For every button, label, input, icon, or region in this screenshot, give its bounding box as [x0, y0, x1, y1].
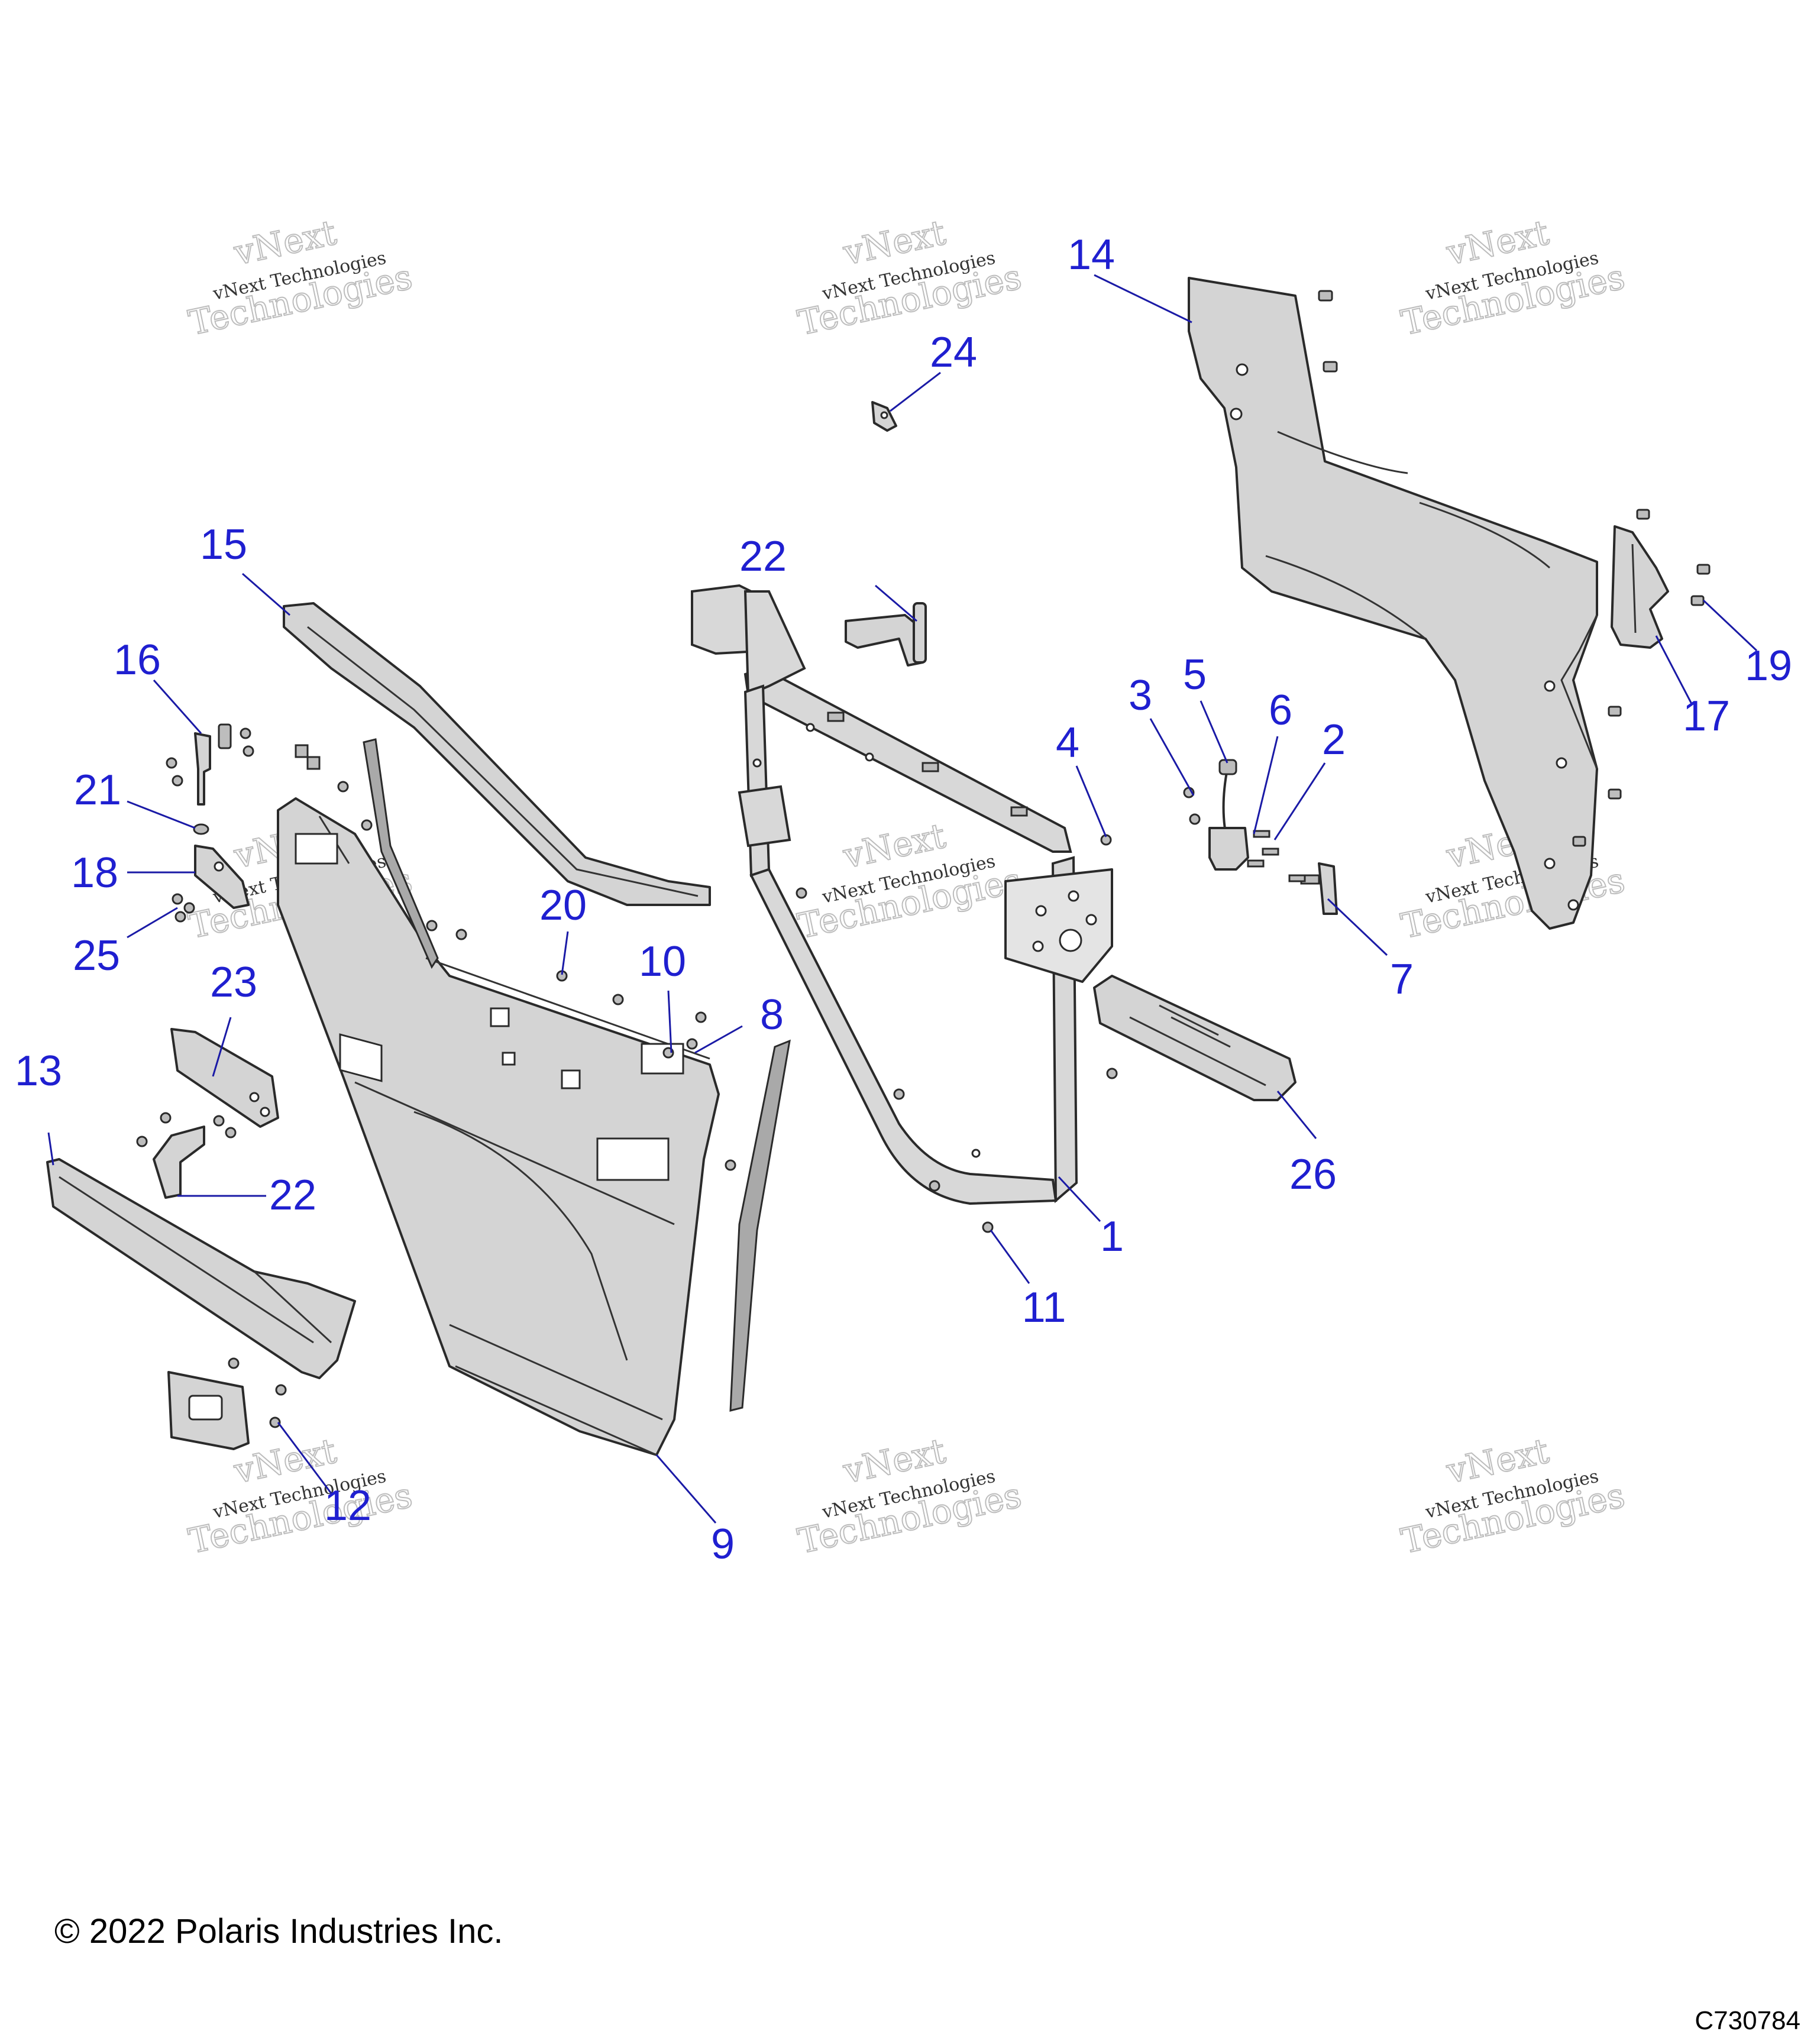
part-7-striker: [1300, 862, 1338, 915]
callout-6: 6: [1269, 687, 1292, 734]
watermark: vNext vNext Technologies Technologies: [1397, 1430, 1629, 1562]
leader-lines: [47, 274, 1758, 1524]
callout-14: 14: [1068, 231, 1115, 279]
callout-26: 26: [1289, 1151, 1337, 1198]
callout-20: 20: [539, 882, 587, 929]
callout-22-lower: 22: [269, 1172, 316, 1219]
callout-7: 7: [1390, 956, 1414, 1003]
part-13-lower-trim: [46, 1158, 356, 1379]
callout-4: 4: [1056, 719, 1079, 767]
part-24-clip: [871, 401, 897, 432]
part-21-washer: [193, 823, 209, 835]
callout-labels: 1 2 3 4 5 6 7 8 9 10 11 12 13 14 15 16 1…: [15, 231, 1792, 1568]
part-16-hinge-pin: [194, 732, 211, 806]
part-6-latch-body: [1208, 827, 1249, 871]
watermark: vNext vNext Technologies Technologies: [794, 815, 1026, 947]
part-22-handle-bracket: [153, 1126, 205, 1199]
callout-21: 21: [74, 767, 121, 814]
callout-17: 17: [1683, 693, 1730, 740]
callout-13: 13: [15, 1047, 62, 1095]
part-22-hinge-upper: [845, 602, 927, 667]
callout-11: 11: [1022, 1284, 1066, 1331]
callout-18: 18: [71, 849, 118, 897]
callout-24: 24: [930, 329, 977, 376]
callout-8: 8: [760, 991, 784, 1039]
callout-2: 2: [1322, 716, 1346, 764]
part-1-door-frame: [691, 584, 1113, 1205]
watermark: vNext vNext Technologies Technologies: [1397, 212, 1629, 344]
fastener-group: [796, 787, 1306, 1233]
watermark: vNext vNext Technologies Technologies: [794, 1430, 1026, 1562]
fastener-group: [1318, 290, 1711, 847]
callout-25: 25: [73, 932, 120, 979]
callout-10: 10: [639, 938, 686, 985]
part-23-grab-handle: [170, 1028, 279, 1128]
part-17-hinge-bracket: [1611, 525, 1669, 649]
watermark: vNext vNext Technologies Technologies: [185, 212, 416, 344]
callout-1: 1: [1100, 1213, 1124, 1260]
callout-15: 15: [200, 521, 247, 568]
part-9-door-panel: [277, 797, 720, 1456]
part-12-door-handle: [167, 1371, 250, 1450]
callout-5: 5: [1183, 651, 1207, 698]
part-26-sill-plate: [1093, 975, 1297, 1101]
part-18-hinge-plate: [194, 845, 250, 909]
callout-3: 3: [1129, 672, 1152, 719]
drawing-number: C730784: [1695, 2006, 1800, 2035]
part-14-rear-panel: [1188, 277, 1598, 930]
copyright-notice: © 2022 Polaris Industries Inc.: [54, 1912, 503, 1951]
callout-12: 12: [324, 1482, 371, 1529]
watermark: vNext vNext Technologies Technologies: [794, 212, 1026, 344]
part-15-upper-trim: [283, 602, 711, 906]
part-5-latch-cable: [1218, 759, 1237, 852]
callout-23: 23: [210, 959, 257, 1006]
weather-strip: [363, 738, 791, 1412]
callout-16: 16: [114, 636, 161, 684]
callout-22-upper: 22: [739, 533, 787, 580]
callout-19: 19: [1745, 642, 1792, 690]
fastener-group: [136, 723, 736, 1428]
callout-9: 9: [711, 1521, 735, 1568]
